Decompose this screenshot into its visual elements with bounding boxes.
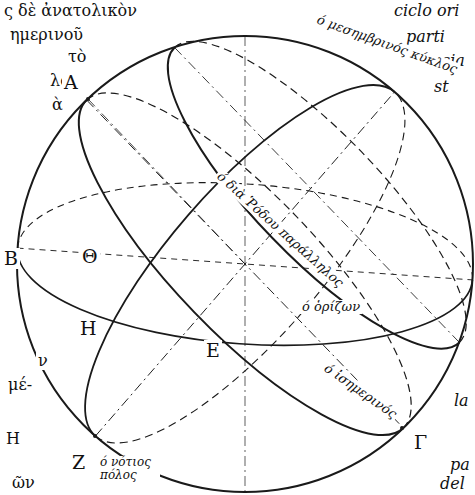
page-fragment: del xyxy=(438,475,467,493)
point-dot xyxy=(86,97,90,101)
point-dot xyxy=(93,434,97,438)
point-letter: Θ xyxy=(80,246,100,267)
page-fragment: st xyxy=(432,78,451,96)
page-fragment: ὰ xyxy=(50,96,65,114)
page-fragment: Η xyxy=(4,430,22,448)
circle-name: ό ὁρίζων xyxy=(300,300,362,314)
point-letter: Η xyxy=(78,318,99,339)
page-fragment: τὸ xyxy=(66,48,88,66)
pole-name: ό νότιος πόλος xyxy=(98,456,160,482)
page-fragment: μέ- xyxy=(6,376,34,394)
point-letter: Β xyxy=(2,248,20,269)
point-dot xyxy=(400,426,404,430)
page-fragment: ημερινοῦ xyxy=(8,26,85,44)
page-fragment: pa xyxy=(448,456,472,474)
construction-line xyxy=(245,36,246,492)
page-fragment: ῶν xyxy=(10,474,37,492)
point-letter: Γ xyxy=(412,432,429,453)
point-letter: Ζ xyxy=(70,452,87,473)
page-fragment: parti xyxy=(404,28,447,46)
page-fragment: ν xyxy=(36,352,50,370)
page-fragment: la xyxy=(452,392,471,410)
point-letter: Ε xyxy=(204,340,222,361)
point-letter: Α xyxy=(62,72,80,93)
circle-name: ό ἰσημερινός xyxy=(320,360,401,423)
page-fragment: ciclo ori xyxy=(392,2,461,20)
rhodes-parallel xyxy=(130,4,475,385)
horizon-circle xyxy=(12,168,475,359)
page-fragment: ς δὲ ἀνατολικὸν xyxy=(2,2,139,20)
circle-name: ό διὰ Ῥόδου παράλληλος xyxy=(212,168,347,292)
sphere-outline xyxy=(17,36,473,492)
